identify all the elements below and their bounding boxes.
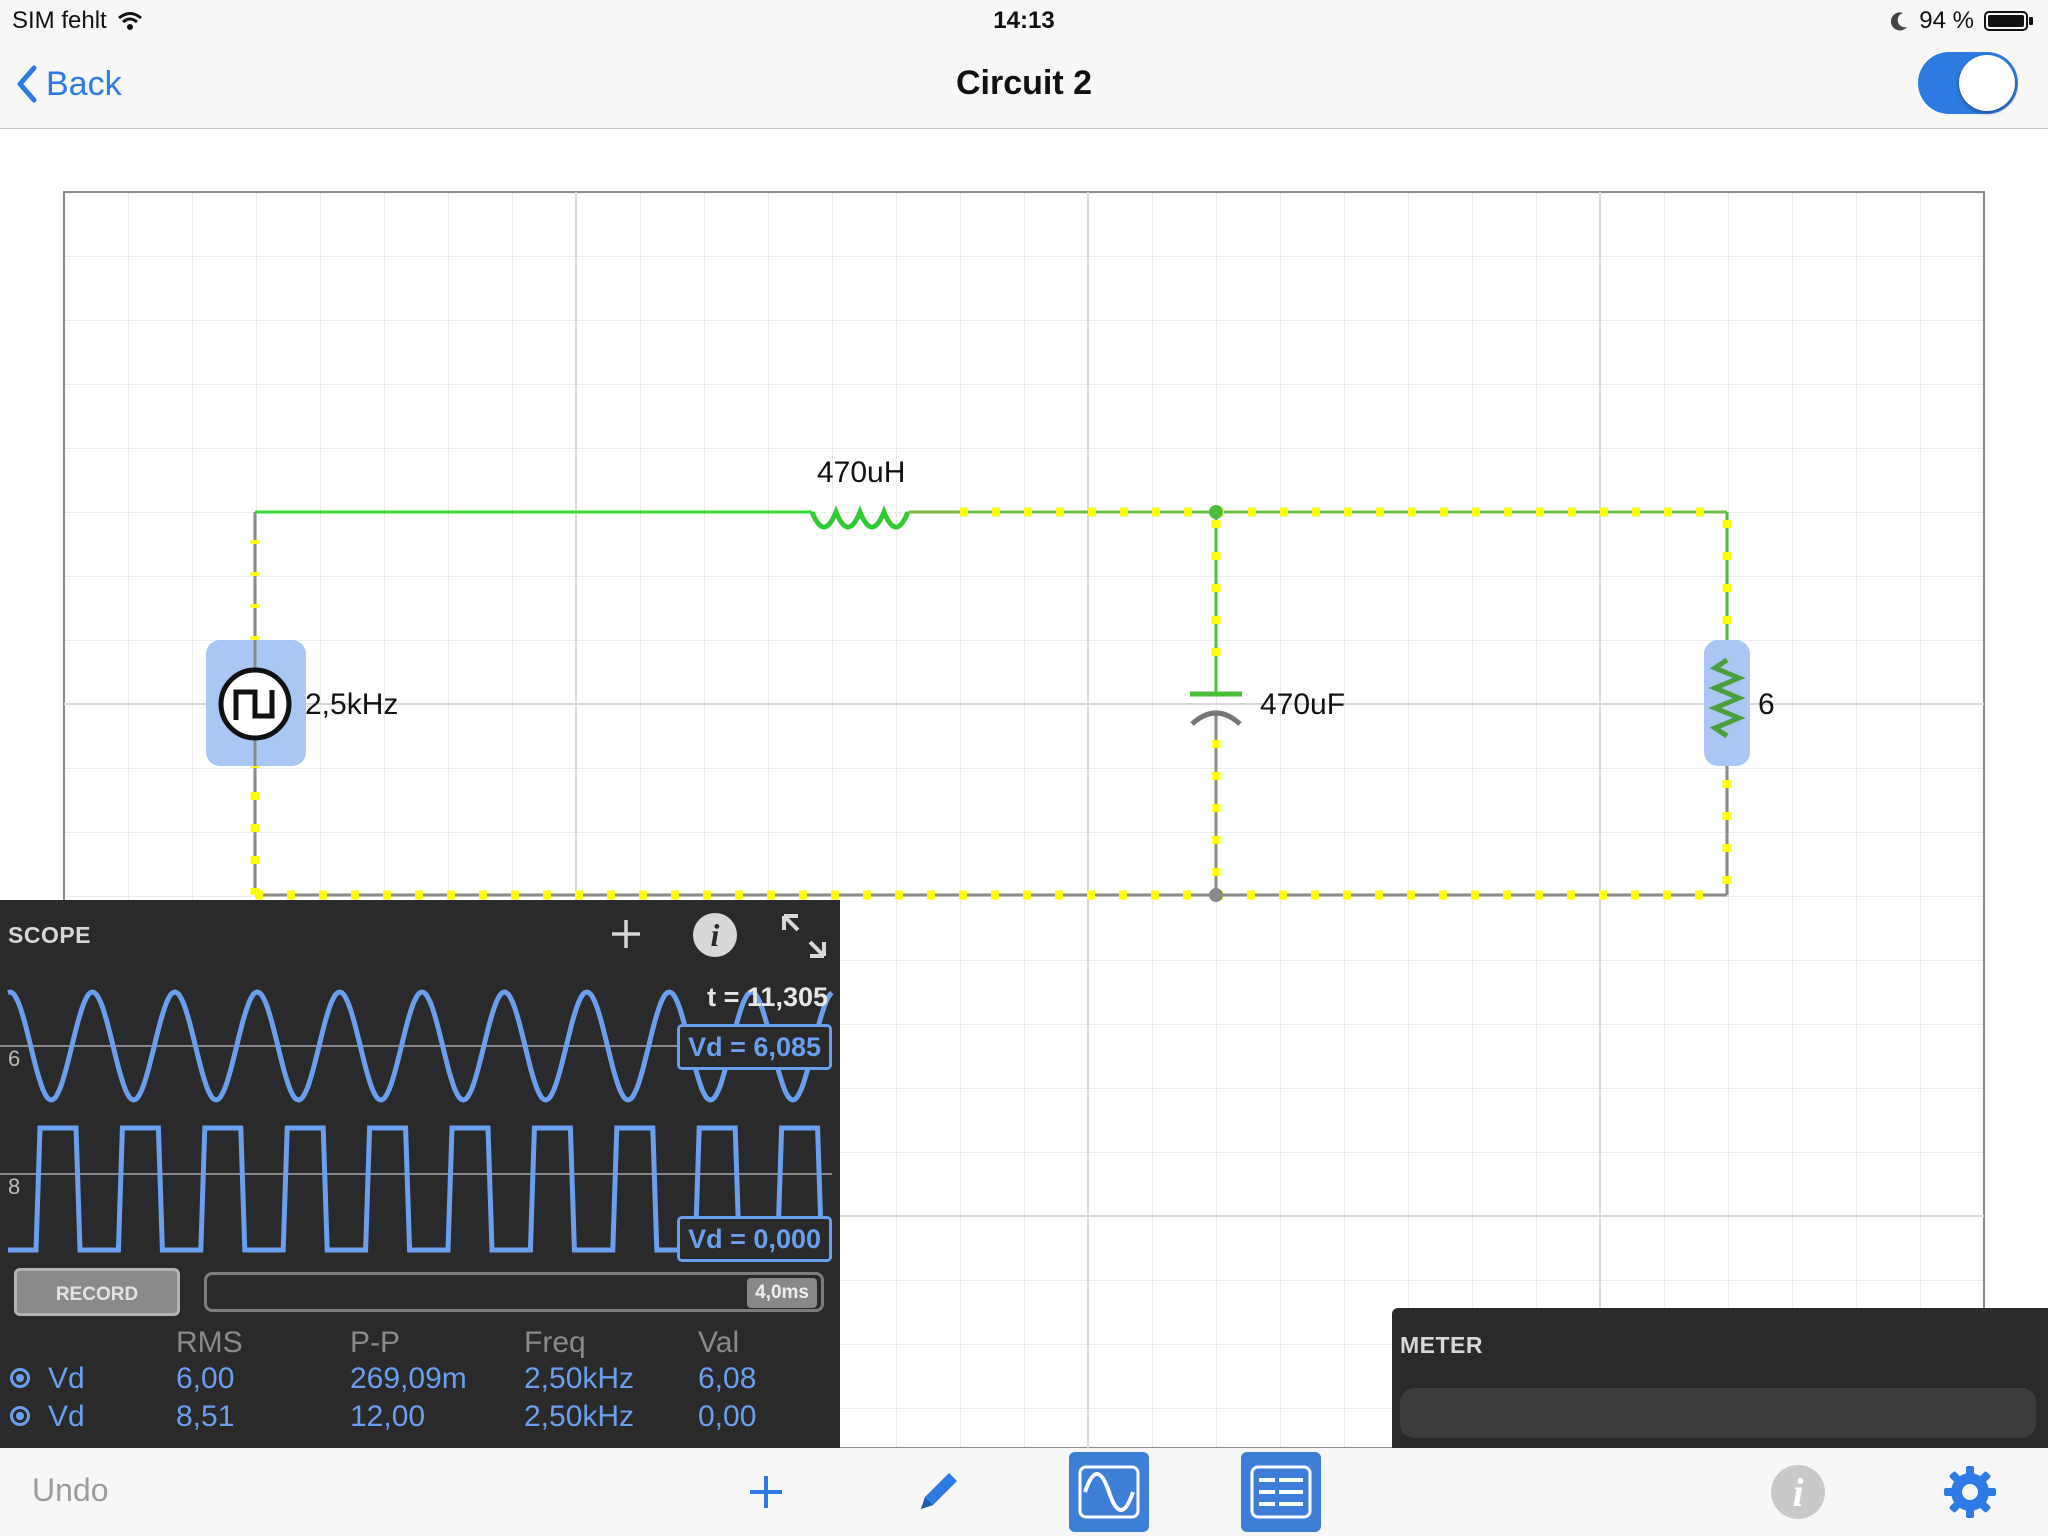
edit-button[interactable] <box>898 1452 978 1532</box>
header-rms: RMS <box>176 1326 243 1359</box>
list-icon <box>1250 1465 1312 1519</box>
capacitor-label: 470uF <box>1260 688 1345 721</box>
row2-rms: 8,51 <box>176 1400 235 1433</box>
add-icon[interactable] <box>608 916 644 952</box>
navigation-bar: Back Circuit 2 <box>0 40 2048 129</box>
row1-name: Vd <box>48 1362 85 1395</box>
inductor[interactable] <box>770 505 960 530</box>
page-title: Circuit 2 <box>955 64 1093 102</box>
info-icon[interactable]: i <box>692 912 738 958</box>
square-wave-trace <box>8 1125 832 1253</box>
battery-percent: 94 % <box>1919 7 1974 34</box>
carrier-label: SIM fehlt <box>12 7 107 34</box>
row1-pp: 269,09m <box>350 1362 467 1395</box>
channel1-readout[interactable]: Vd = 6,085 <box>677 1024 832 1070</box>
clock: 14:13 <box>993 7 1055 34</box>
plus-icon <box>750 1476 782 1508</box>
scope-title: SCOPE <box>8 922 92 948</box>
channel1-axis-label: 6 <box>8 1046 21 1071</box>
status-bar: SIM fehlt 14:13 94 % <box>0 0 2048 40</box>
row1-val: 6,08 <box>698 1362 757 1395</box>
meter-bar[interactable] <box>1400 1388 2036 1438</box>
expand-icon[interactable] <box>780 912 828 960</box>
source-label: 2,5kHz <box>305 688 398 721</box>
channel2-radio[interactable] <box>10 1406 30 1426</box>
wifi-icon <box>117 12 142 30</box>
row1-freq: 2,50kHz <box>524 1362 635 1395</box>
square-wave-source[interactable] <box>206 640 306 766</box>
timebase-label: 4,0ms <box>747 1278 817 1308</box>
battery-icon <box>1984 11 2033 31</box>
back-button[interactable]: Back <box>14 60 122 108</box>
junction-top <box>1209 505 1223 519</box>
resistor-label: 6 <box>1758 688 1775 721</box>
scope-panel[interactable]: SCOPE i 6 8 t = 11,305 Vd = 6,085 Vd = 0… <box>0 900 840 1448</box>
gear-icon <box>1944 1466 1996 1518</box>
cursor-time: t = 11,305 <box>707 982 828 1012</box>
toggle-knob <box>1959 55 2015 111</box>
row2-val: 0,00 <box>698 1400 757 1433</box>
sine-wave-icon <box>1078 1465 1140 1519</box>
header-pp: P-P <box>350 1326 401 1359</box>
scope-toggle-button[interactable] <box>1069 1452 1149 1532</box>
channel2-axis-label: 8 <box>8 1174 21 1199</box>
pencil-icon <box>921 1473 957 1509</box>
row2-pp: 12,00 <box>350 1400 426 1433</box>
row1-rms: 6,00 <box>176 1362 235 1395</box>
info-icon: i <box>1771 1465 1825 1519</box>
row2-freq: 2,50kHz <box>524 1400 635 1433</box>
row2-name: Vd <box>48 1400 85 1433</box>
undo-button[interactable]: Undo <box>32 1472 109 1508</box>
resistor[interactable] <box>1704 640 1750 766</box>
meter-title: METER <box>1400 1332 1483 1358</box>
channel2-readout[interactable]: Vd = 0,000 <box>677 1216 832 1262</box>
current-dots <box>250 507 1732 900</box>
svg-text:i: i <box>1792 1470 1803 1515</box>
back-label: Back <box>46 64 122 103</box>
junction-bottom <box>1209 888 1223 902</box>
settings-button[interactable] <box>1930 1452 2010 1532</box>
square-wave-icon <box>233 689 275 720</box>
add-component-button[interactable] <box>726 1452 806 1532</box>
header-freq: Freq <box>524 1326 586 1359</box>
meter-panel[interactable]: METER <box>1392 1308 2048 1448</box>
chevron-left-icon <box>17 65 37 103</box>
inductor-label: 470uH <box>817 456 905 489</box>
capacitor[interactable] <box>1190 691 1242 726</box>
bottom-toolbar: Undo i <box>0 1448 2048 1536</box>
simulation-toggle[interactable] <box>1918 52 2018 114</box>
svg-text:i: i <box>711 917 720 953</box>
moon-icon <box>1891 12 1908 31</box>
timebase-slider[interactable]: 4,0ms <box>204 1272 824 1312</box>
record-button[interactable]: RECORD <box>14 1268 180 1316</box>
meter-toggle-button[interactable] <box>1241 1452 1321 1532</box>
header-val: Val <box>698 1326 740 1359</box>
info-button[interactable]: i <box>1758 1452 1838 1532</box>
channel1-radio[interactable] <box>10 1368 30 1388</box>
